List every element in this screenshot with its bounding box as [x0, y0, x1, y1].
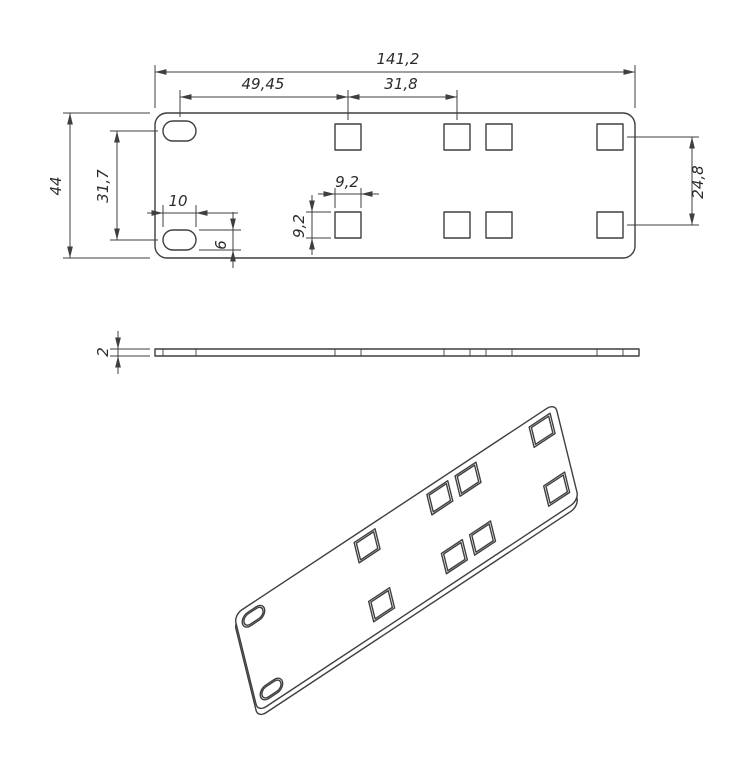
square-hole: [529, 413, 555, 447]
square-hole-inner-edge: [546, 475, 567, 503]
top-view-part: [154, 112, 636, 259]
top-view-dimensions: [63, 65, 699, 268]
dim-label-first-to-second-hole: 31,8: [384, 75, 417, 93]
square-hole-inner-edge: [356, 532, 377, 560]
dim-hole-spacings: [179, 90, 458, 120]
plate-outline: [154, 112, 636, 259]
extension-lines: [627, 136, 699, 226]
dim-label-hole-row-spacing: 24,8: [689, 165, 707, 198]
dim-slot-center-spacing: [110, 130, 158, 241]
square-hole-inner-edge: [472, 524, 493, 552]
square-hole: [470, 521, 496, 555]
square-hole: [441, 540, 467, 574]
dim-hole-width: [318, 188, 379, 208]
square-hole: [443, 123, 471, 151]
square-hole: [334, 211, 362, 239]
square-hole: [596, 211, 624, 239]
square-hole: [596, 123, 624, 151]
dim-thickness: [110, 331, 150, 374]
square-hole: [334, 123, 362, 151]
dim-label-slot-height: 6: [212, 240, 230, 250]
slot-hole: [259, 675, 284, 703]
square-hole-inner-edge: [429, 484, 450, 512]
slot-hole-bottom: [162, 229, 197, 251]
side-view-hole-ticks: [162, 348, 624, 357]
dim-slot-length: [147, 205, 238, 227]
extension-lines: [179, 90, 458, 120]
slot-hole: [241, 602, 266, 630]
extension-lines: [110, 130, 158, 241]
square-hole: [354, 529, 380, 563]
dimension-labels: 141,2 49,45 31,8 44 31,7 10 6 9,2 9,2 24…: [47, 50, 707, 357]
slot-hole-inner-edge: [261, 678, 282, 701]
square-hole-inner-edge: [531, 416, 552, 444]
side-view-plate: [154, 348, 640, 357]
dim-label-hole-height: 9,2: [290, 214, 308, 238]
square-hole: [369, 588, 395, 622]
extension-lines: [63, 112, 150, 259]
dim-slot-height: [199, 212, 241, 268]
dim-label-thickness: 2: [94, 347, 112, 357]
extension-lines: [306, 211, 331, 239]
dim-hole-height: [306, 195, 331, 255]
dim-overall-length: [154, 65, 636, 108]
dim-hole-row-spacing: [627, 136, 699, 226]
square-hole: [485, 211, 513, 239]
plate-top-face: [234, 403, 579, 712]
extension-lines: [334, 188, 362, 208]
side-view-part: [154, 348, 640, 357]
square-hole: [485, 123, 513, 151]
dim-label-slot-length: 10: [168, 192, 187, 210]
extension-lines: [199, 229, 241, 251]
square-hole-inner-edge: [371, 591, 392, 619]
square-hole-inner-edge: [457, 465, 478, 493]
dim-label-hole-width: 9,2: [335, 173, 359, 191]
square-hole: [427, 481, 453, 515]
square-hole: [544, 472, 570, 506]
extension-lines: [110, 348, 150, 357]
dim-label-slot-to-first-hole: 49,45: [242, 75, 285, 93]
square-hole-inner-edge: [444, 543, 465, 571]
square-hole: [443, 211, 471, 239]
isometric-view: [233, 403, 580, 718]
slot-hole-inner-edge: [243, 605, 264, 628]
dim-label-slot-center-spacing: 31,7: [94, 169, 112, 203]
dim-label-overall-height: 44: [47, 176, 65, 195]
side-view-dimensions: [110, 331, 150, 374]
slot-hole-top: [162, 120, 197, 142]
extension-lines: [162, 205, 197, 227]
dim-label-overall-length: 141,2: [377, 50, 420, 68]
dim-overall-height: [63, 112, 150, 259]
square-hole: [455, 462, 481, 496]
